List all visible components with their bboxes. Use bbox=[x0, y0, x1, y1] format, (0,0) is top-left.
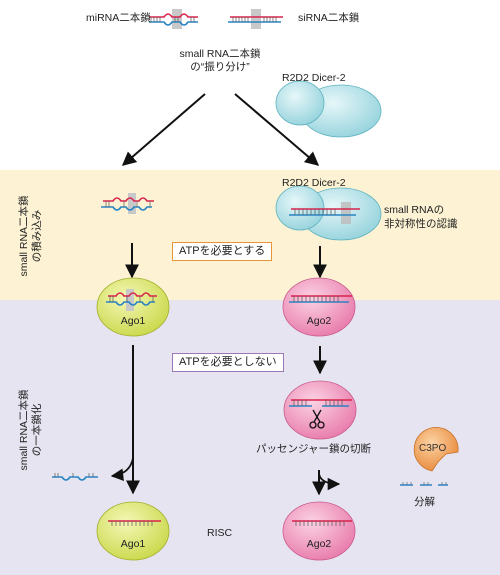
arrow-to-degradation bbox=[318, 473, 341, 491]
asymmetry-label-line1: small RNAの bbox=[384, 204, 445, 216]
risc-ago2 bbox=[282, 501, 356, 561]
unwinding-band bbox=[0, 300, 500, 575]
loading-step-label: small RNA二本鎖 の積み込み bbox=[18, 195, 44, 276]
atp-not-required-box: ATPを必要としない bbox=[172, 353, 284, 372]
risc-ago1 bbox=[96, 501, 170, 561]
degraded-fragments bbox=[400, 482, 448, 486]
loading-band bbox=[0, 170, 500, 300]
unwinding-step-line2: の一本鎖化 bbox=[31, 403, 43, 457]
mirna-duplex-loading bbox=[101, 193, 154, 214]
loading-step-line1: small RNA二本鎖 bbox=[18, 195, 30, 277]
unwinding-step-label: small RNA二本鎖 の一本鎖化 bbox=[18, 389, 44, 470]
ago2-loaded bbox=[282, 277, 356, 337]
sorting-label-line2: の“振り分け” bbox=[190, 61, 250, 73]
r2d2-dicer2-label-top: R2D2 Dicer-2 bbox=[282, 72, 346, 84]
mirna-duplex-label: miRNA二本鎖 bbox=[86, 12, 151, 24]
ago1-label-loaded: Ago1 bbox=[120, 315, 146, 327]
asymmetry-label-line2: 非対称性の認識 bbox=[384, 218, 458, 230]
scissors-icon bbox=[309, 409, 325, 429]
atp-required-box: ATPを必要とする bbox=[172, 242, 273, 261]
arrow-to-sirna-path bbox=[234, 93, 320, 166]
sorting-label-line1: small RNA二本鎖 bbox=[179, 48, 261, 60]
r2d2-dicer2-loading bbox=[275, 185, 382, 241]
ago2-label-loaded: Ago2 bbox=[306, 315, 332, 327]
sirna-duplex-top bbox=[228, 9, 283, 29]
c3po-complex bbox=[413, 427, 459, 472]
r2d2-dicer2-label-mid: R2D2 Dicer-2 bbox=[282, 177, 346, 189]
released-passenger-left bbox=[52, 473, 98, 481]
unwinding-step-line1: small RNA二本鎖 bbox=[18, 389, 30, 471]
passenger-cleavage-label: パッセンジャー鎖の切断 bbox=[256, 443, 371, 455]
ago2-cleavage bbox=[283, 380, 357, 440]
arrow-to-mirna-path bbox=[121, 93, 206, 166]
mirna-duplex-top bbox=[149, 9, 198, 29]
ago1-label-risc: Ago1 bbox=[120, 538, 146, 550]
degradation-label: 分解 bbox=[414, 496, 435, 508]
ago1-loaded bbox=[96, 277, 170, 337]
r2d2-dicer2-complex-top bbox=[275, 80, 382, 138]
arrow-passenger-release-left bbox=[110, 457, 134, 482]
loading-step-line2: の積み込み bbox=[31, 209, 43, 263]
ago2-label-risc: Ago2 bbox=[306, 538, 332, 550]
c3po-label: C3PO bbox=[419, 443, 447, 454]
risc-label: RISC bbox=[207, 527, 233, 539]
sirna-duplex-label: siRNA二本鎖 bbox=[298, 12, 360, 24]
